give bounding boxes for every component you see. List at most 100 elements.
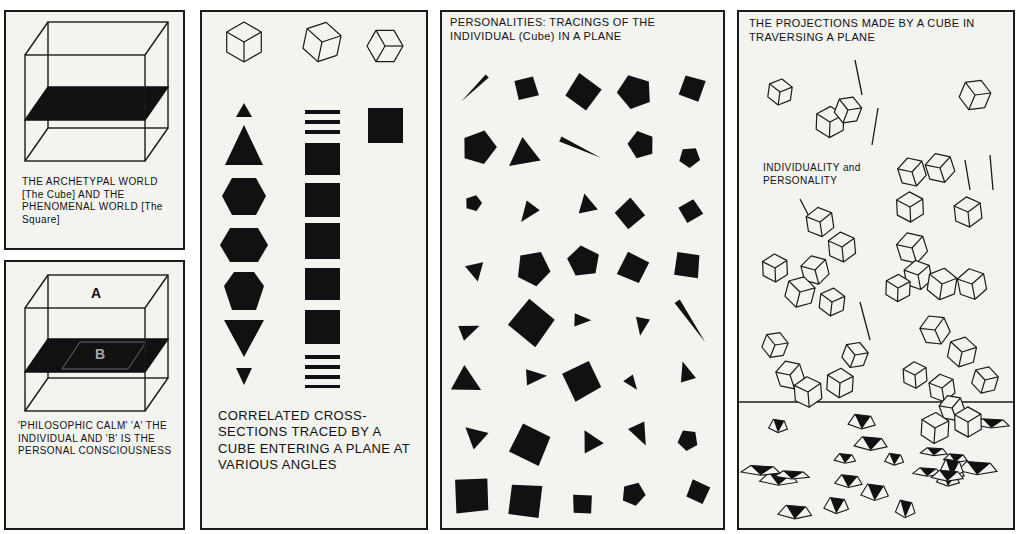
shard-shade — [927, 448, 943, 456]
cube-edge — [848, 108, 862, 110]
cube-icon — [920, 316, 950, 344]
shard-outline — [920, 448, 947, 456]
cube-outline — [955, 407, 982, 437]
tracings — [451, 73, 710, 518]
cube-edge — [897, 288, 899, 302]
tracing-shape — [466, 195, 482, 211]
cube-edge — [850, 355, 855, 368]
cube-edge — [847, 345, 856, 355]
cube-edge — [918, 265, 929, 275]
cube-icon — [927, 268, 957, 299]
cube-edge — [820, 222, 822, 237]
tracing-shape — [579, 193, 598, 213]
cube-edge — [322, 36, 341, 42]
cube-edge — [935, 330, 941, 344]
cube-edge — [940, 168, 945, 182]
cube-edge — [903, 369, 915, 375]
tracing-shape — [567, 246, 599, 276]
cube-edge — [829, 122, 831, 138]
cube-outline — [227, 22, 262, 62]
cube-edge — [806, 217, 820, 222]
tracing-shape — [628, 422, 646, 446]
cube-edge — [942, 278, 957, 284]
panel-caption: CORRELATED CROSS-SECTIONS TRACED BY A CU… — [218, 408, 416, 473]
cube-edge — [830, 302, 832, 316]
cube-edge — [910, 199, 923, 207]
text-slot: CORRELATED CROSS-SECTIONS TRACED BY A CU… — [218, 408, 416, 473]
cube-edge — [838, 383, 840, 398]
cube-outline — [898, 158, 927, 186]
cube-icon — [303, 22, 341, 61]
cube-edge — [940, 157, 950, 168]
cube-edge — [942, 379, 953, 388]
cube-edge — [385, 45, 403, 46]
shard-shade — [889, 453, 900, 465]
cube-outline — [954, 197, 982, 227]
cube-edge — [808, 392, 809, 407]
cube-edge — [307, 29, 322, 42]
cube-edge — [976, 370, 985, 380]
tracing-shape — [636, 317, 650, 336]
tracing-shape — [617, 252, 649, 283]
part-label: B — [90, 345, 110, 363]
cube-outline — [367, 30, 403, 61]
cube-outline — [927, 268, 957, 299]
tracing-shape — [686, 479, 710, 504]
cube-edge — [815, 270, 819, 284]
panel-caption: 'PHILOSOPHIC CALM' 'A' THE INDIVIDUAL AN… — [18, 420, 176, 458]
cube-edge — [832, 296, 845, 302]
cube-icon — [828, 232, 855, 262]
cube-edge — [801, 266, 815, 270]
cube-edge — [808, 383, 821, 392]
shard-shade — [900, 500, 911, 518]
tracing-shape — [508, 299, 555, 348]
tracing-shape — [679, 76, 706, 102]
cube-edge — [828, 375, 840, 383]
shard-outline — [775, 471, 810, 479]
cube-outline — [303, 22, 341, 61]
tracing-shape — [574, 313, 591, 326]
shard-shade — [967, 462, 990, 475]
tracing-shape — [678, 430, 698, 451]
cube-edge — [935, 421, 949, 428]
cube-edge — [965, 82, 975, 95]
cube-outline — [827, 368, 853, 397]
tracing-shape — [521, 201, 540, 223]
cube-outline — [948, 337, 977, 367]
panel-caption: THE PROJECTIONS MADE BY A CUBE IN TRAVER… — [749, 17, 1007, 45]
cube-edge — [840, 376, 853, 383]
cube-edge — [968, 203, 980, 212]
panel-ground — [4, 260, 185, 530]
callout-label: INDIVIDUALITY and PERSONALITY — [763, 162, 881, 187]
cube-icon — [763, 254, 788, 282]
cube-icon — [834, 97, 861, 123]
cube-edge — [975, 93, 991, 95]
cube-edge — [828, 241, 842, 247]
cube-outline — [903, 362, 927, 388]
tracing-shape — [615, 198, 645, 230]
cube-edge — [376, 46, 385, 62]
cube-edge — [897, 245, 913, 248]
cube-edge — [227, 32, 244, 42]
tracing-shape — [617, 75, 650, 109]
cube-edge — [243, 42, 244, 62]
cube-outline — [834, 97, 861, 123]
cube-outline — [897, 233, 928, 263]
cube-icon — [925, 154, 955, 183]
cube-outline — [897, 192, 924, 222]
cube-edge — [376, 30, 385, 46]
shard-outline — [931, 470, 963, 481]
cube-with-plane — [25, 275, 168, 411]
shard-outline — [835, 475, 862, 488]
cube-edge — [775, 343, 788, 345]
tracing-shape — [573, 495, 592, 514]
cube-icon — [227, 22, 262, 62]
shard-shade — [842, 475, 858, 488]
shard-outline — [957, 462, 997, 475]
ground-line — [737, 401, 1015, 403]
cube-edge — [985, 377, 998, 380]
cube-icon — [898, 158, 927, 186]
cube-outline — [763, 254, 788, 282]
shard-outline — [861, 484, 889, 501]
cube-edge — [915, 368, 926, 376]
